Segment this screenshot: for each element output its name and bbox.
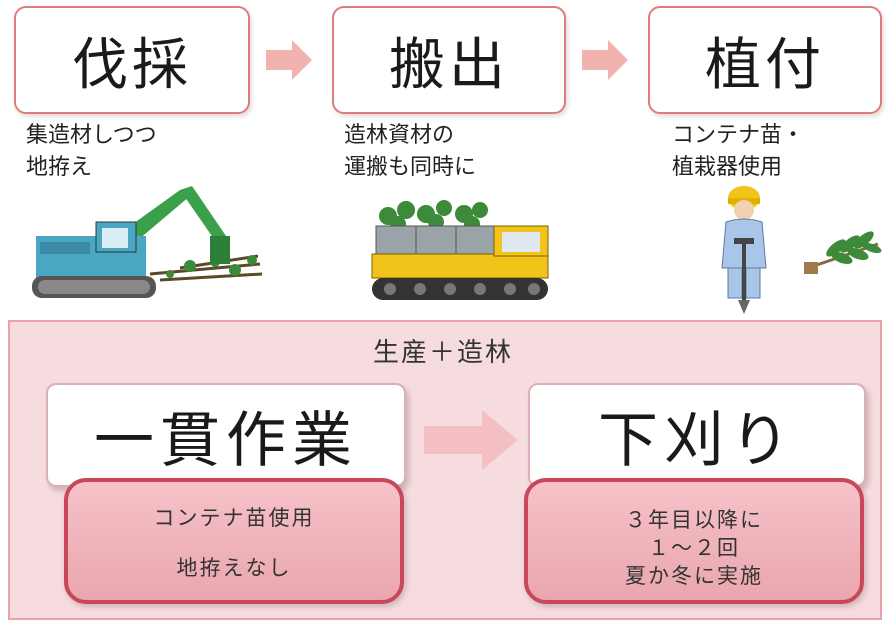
weeding-notes: ３年目以降に １～２回 夏か冬に実施 bbox=[524, 478, 864, 604]
weeding-box: 下刈り bbox=[528, 383, 866, 487]
note-no-site-prep: 地拵えなし bbox=[176, 556, 292, 580]
note-once-or-twice: １～２回 bbox=[648, 536, 740, 560]
note-container-seedlings: コンテナ苗使用 bbox=[153, 506, 315, 530]
integrated-operation-label: 一貫作業 bbox=[94, 405, 358, 476]
step-box-felling: 伐採 bbox=[14, 6, 250, 114]
step-desc-hauling: 造林資材の 運搬も同時に bbox=[344, 123, 477, 180]
note-summer-or-winter: 夏か冬に実施 bbox=[625, 564, 763, 588]
integrated-operation-box: 一貫作業 bbox=[46, 383, 406, 487]
planting-worker-icon bbox=[721, 186, 882, 314]
step-label-planting: 植付 bbox=[705, 32, 825, 98]
integrated-operation-notes: コンテナ苗使用 地拵えなし bbox=[64, 478, 404, 604]
panel-title: 生産＋造林 bbox=[372, 338, 513, 368]
step-box-planting: 植付 bbox=[648, 6, 882, 114]
step-desc-planting: コンテナ苗・ 植栽器使用 bbox=[672, 123, 805, 180]
step-box-hauling: 搬出 bbox=[332, 6, 566, 114]
step-label-hauling: 搬出 bbox=[389, 32, 509, 98]
note-from-third-year: ３年目以降に bbox=[625, 508, 763, 532]
step-label-felling: 伐採 bbox=[72, 32, 192, 98]
forwarder-icon bbox=[371, 200, 549, 300]
excavator-icon bbox=[32, 186, 263, 298]
step-desc-felling: 集造材しつつ 地拵え bbox=[26, 123, 157, 180]
weeding-label: 下刈り bbox=[598, 405, 796, 476]
